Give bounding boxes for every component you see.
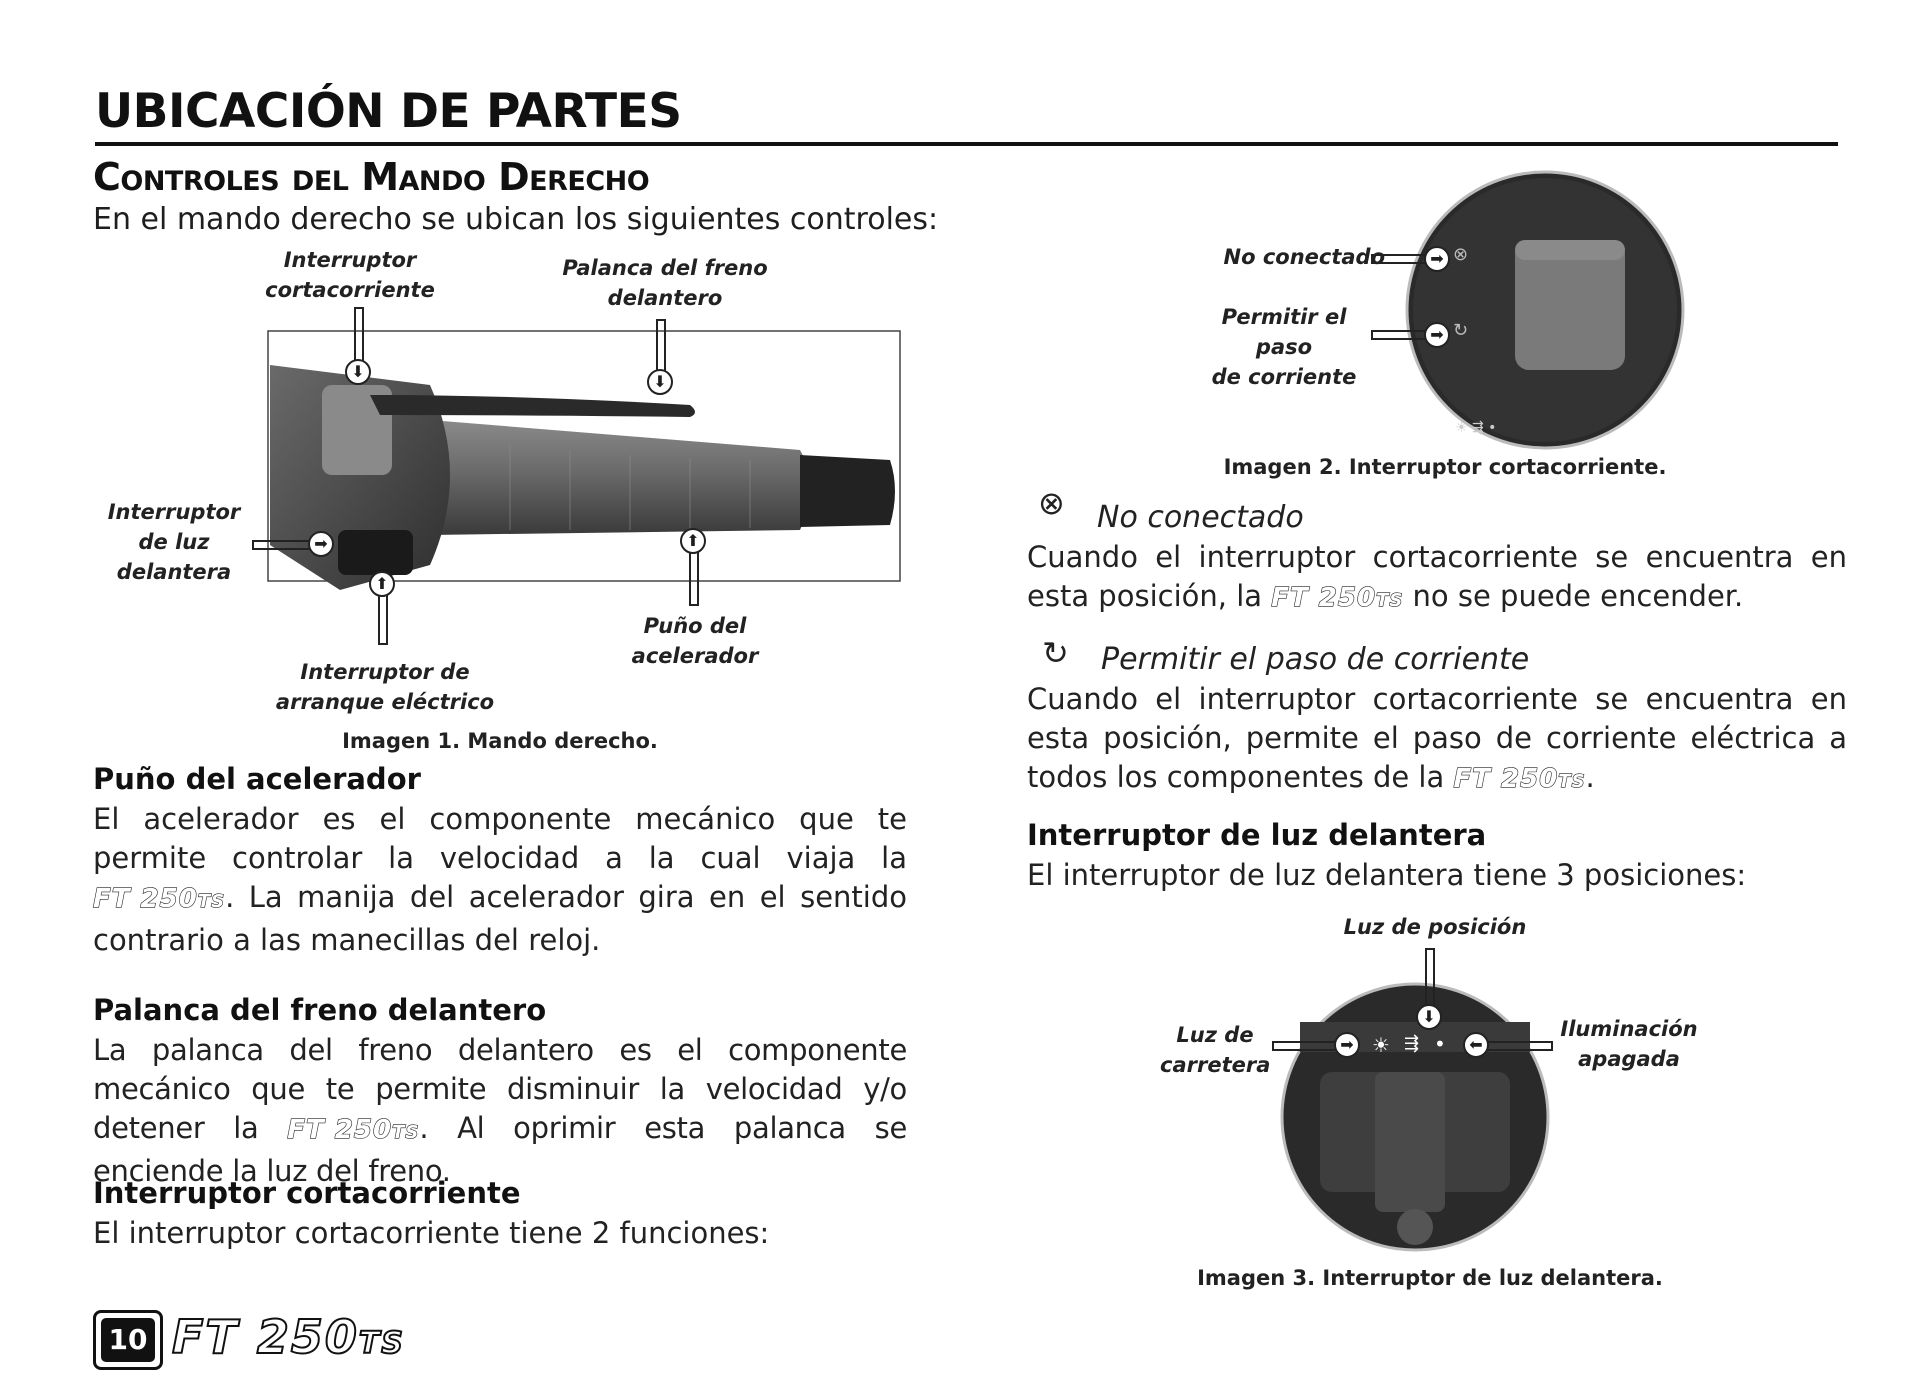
switch-off-icon: ⊗ — [1453, 244, 1469, 265]
brand-logo: FT 250TS — [1453, 763, 1586, 794]
arrow-left-icon: ⬅ — [1463, 1032, 1489, 1058]
kill-switch-photo: ☀ ⇶ • — [1405, 170, 1685, 450]
on-mode-text: Cuando el interruptor cortacorriente se … — [1027, 680, 1847, 801]
on-mode-heading: Permitir el paso de corriente — [1101, 642, 1530, 677]
callout-line-off — [1371, 254, 1431, 264]
callout-line-high — [1272, 1041, 1340, 1051]
headlight-heading: Interruptor de luz delantera — [1027, 818, 1487, 852]
label-starter: Interruptor de arranque eléctrico — [275, 660, 495, 714]
label-kill-switch: Interruptor cortacorriente — [265, 248, 435, 302]
callout-line-on — [1371, 330, 1431, 340]
arrow-up-icon: ⬆ — [680, 528, 706, 554]
callout-line-off-light — [1487, 1041, 1553, 1051]
label-on: Permitir el paso de corriente — [1211, 305, 1357, 389]
figure-2-caption: Imagen 2. Interruptor cortacorriente. — [1223, 455, 1667, 479]
label-off: No conectado — [1223, 245, 1386, 269]
label-brake-lever: Palanca del freno delantero — [562, 256, 768, 310]
label-headlight-switch: Interruptor de luz delantera — [107, 500, 241, 584]
brand-logo: FT 250TS — [287, 1114, 420, 1145]
dot-icon: • — [1434, 1032, 1446, 1056]
arrow-down-icon: ⬇ — [1416, 1004, 1442, 1030]
figure-1-caption: Imagen 1. Mando derecho. — [342, 729, 658, 753]
throttle-heading: Puño del acelerador — [93, 762, 421, 796]
switch-on-icon: ↻ — [1453, 320, 1469, 341]
off-mode-heading: No conectado — [1097, 500, 1304, 535]
title-divider — [95, 142, 1838, 146]
off-mode-text: Cuando el interruptor cortacorriente se … — [1027, 538, 1847, 620]
page-title: UBICACIÓN DE PARTES — [95, 84, 682, 139]
brake-heading: Palanca del freno delantero — [93, 993, 547, 1027]
arrow-right-icon: ➡ — [1334, 1032, 1360, 1058]
arrow-right-icon: ➡ — [1424, 246, 1450, 272]
low-beam-icon: ⇶ — [1404, 1033, 1420, 1054]
label-high-beam: Luz de carretera — [1160, 1023, 1271, 1077]
kill-heading: Interruptor cortacorriente — [93, 1176, 521, 1210]
page-number-badge: 10 — [93, 1310, 163, 1370]
headlight-switch-photo — [1280, 982, 1550, 1252]
callout-line-position — [1425, 948, 1435, 1010]
headlight-text: El interruptor de luz delantera tiene 3 … — [1027, 858, 1747, 892]
section-title: Controles del Mando Derecho — [93, 155, 650, 199]
brand-logo: FT 250TS — [1271, 582, 1404, 613]
callout-line-kill — [354, 307, 364, 371]
callout-line-brake — [656, 319, 666, 375]
svg-text:☀ ⇶ •: ☀ ⇶ • — [1455, 420, 1496, 436]
kill-off-icon: ⊗ — [1038, 484, 1065, 522]
kill-on-icon: ↻ — [1042, 634, 1069, 672]
arrow-down-icon: ⬇ — [647, 369, 673, 395]
figure-3-caption: Imagen 3. Interruptor de luz delantera. — [1197, 1266, 1663, 1290]
handlebar-illustration — [267, 330, 901, 590]
sun-icon: ☀ — [1372, 1033, 1390, 1057]
intro-text: En el mando derecho se ubican los siguie… — [93, 202, 939, 237]
label-lights-off: Iluminación apagada — [1560, 1017, 1698, 1071]
arrow-right-icon: ➡ — [1424, 322, 1450, 348]
footer-brand-logo: FT 250TS — [171, 1309, 405, 1365]
kill-text: El interruptor cortacorriente tiene 2 fu… — [93, 1216, 770, 1250]
page-number: 10 — [101, 1318, 155, 1362]
label-throttle: Puño del acelerador — [631, 614, 759, 668]
figure-1: Interruptor cortacorriente ⬇ Palanca del… — [100, 245, 920, 765]
callout-line-starter — [378, 595, 388, 645]
brake-text: La palanca del freno delantero es el com… — [93, 1033, 907, 1188]
arrow-up-icon: ⬆ — [369, 571, 395, 597]
label-position-light: Luz de posición — [1343, 915, 1527, 939]
brand-logo: FT 250TS — [92, 883, 226, 914]
arrow-down-icon: ⬇ — [345, 359, 371, 385]
callout-line-throttle — [689, 552, 699, 606]
throttle-text: El acelerador es el componente mecánico … — [92, 802, 907, 957]
figure-3: ☀ ⇶ • Luz de posición ⬇ Luz de carretera… — [1160, 912, 1720, 1262]
callout-line-headlight — [252, 540, 316, 550]
figure-2: ☀ ⇶ • No conectado ➡ ⊗ Permitir el paso … — [1195, 170, 1695, 450]
arrow-right-icon: ➡ — [308, 531, 334, 557]
